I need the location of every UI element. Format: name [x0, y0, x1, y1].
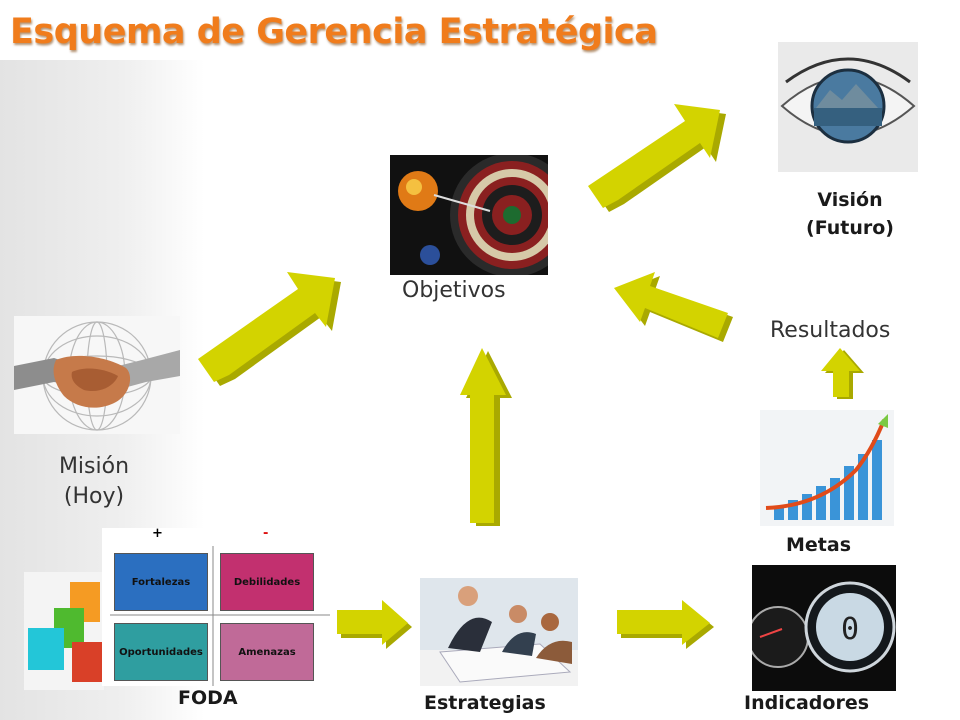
- growth-chart-icon: [760, 410, 894, 526]
- foda-plus: +: [152, 526, 163, 541]
- label-mision-line1: Misión: [58, 454, 130, 479]
- arrow-mision-objetivos: [198, 272, 341, 386]
- label-resultados: Resultados: [770, 318, 891, 343]
- foda-oportunidades: Oportunidades: [114, 623, 208, 681]
- dashboard-icon: 0: [752, 565, 896, 691]
- label-indicadores: Indicadores: [744, 692, 870, 714]
- meeting-image: [420, 578, 578, 686]
- page-title: Esquema de Gerencia Estratégica: [10, 12, 658, 52]
- label-vision-line1: Visión: [817, 189, 883, 211]
- label-vision-line2: (Futuro): [806, 217, 894, 239]
- growth-chart-image: [760, 410, 894, 526]
- dashboard-image: 0: [752, 565, 896, 691]
- handshake-globe-image: [14, 316, 180, 434]
- arrow-objetivos-vision: [588, 104, 726, 212]
- label-mision: Misión (Hoy): [52, 452, 136, 512]
- foda-fortalezas: Fortalezas: [114, 553, 208, 611]
- dartboard-icon: [390, 155, 548, 275]
- label-estrategias: Estrategias: [424, 692, 546, 714]
- foda-grid-lines: [110, 546, 330, 686]
- arrow-metas-resultados: [821, 348, 864, 399]
- arrow-resultados-objetivos: [614, 272, 733, 342]
- foda-matrix: + - Fortalezas Debilidades Oportunidades…: [102, 526, 330, 686]
- dartboard-image: [390, 155, 548, 275]
- handshake-globe-icon: [14, 316, 180, 434]
- eye-image: [778, 42, 918, 172]
- label-metas: Metas: [786, 534, 852, 556]
- foda-debilidades: Debilidades: [220, 553, 314, 611]
- label-vision: Visión (Futuro): [780, 186, 920, 242]
- arrow-estrategias-indicadores: [617, 600, 714, 649]
- eye-icon: [778, 42, 918, 172]
- cubes-image: [24, 572, 104, 690]
- arrow-estrategias-objetivos: [460, 348, 512, 526]
- label-mision-line2: (Hoy): [63, 484, 125, 509]
- meeting-icon: [420, 578, 578, 686]
- cubes-icon: [24, 572, 104, 690]
- label-objetivos: Objetivos: [402, 278, 506, 303]
- arrow-foda-estrategias: [337, 600, 412, 649]
- dashboard-readout: 0: [841, 612, 859, 647]
- foda-amenazas: Amenazas: [220, 623, 314, 681]
- label-foda: FODA: [178, 687, 238, 709]
- foda-minus: -: [263, 526, 269, 541]
